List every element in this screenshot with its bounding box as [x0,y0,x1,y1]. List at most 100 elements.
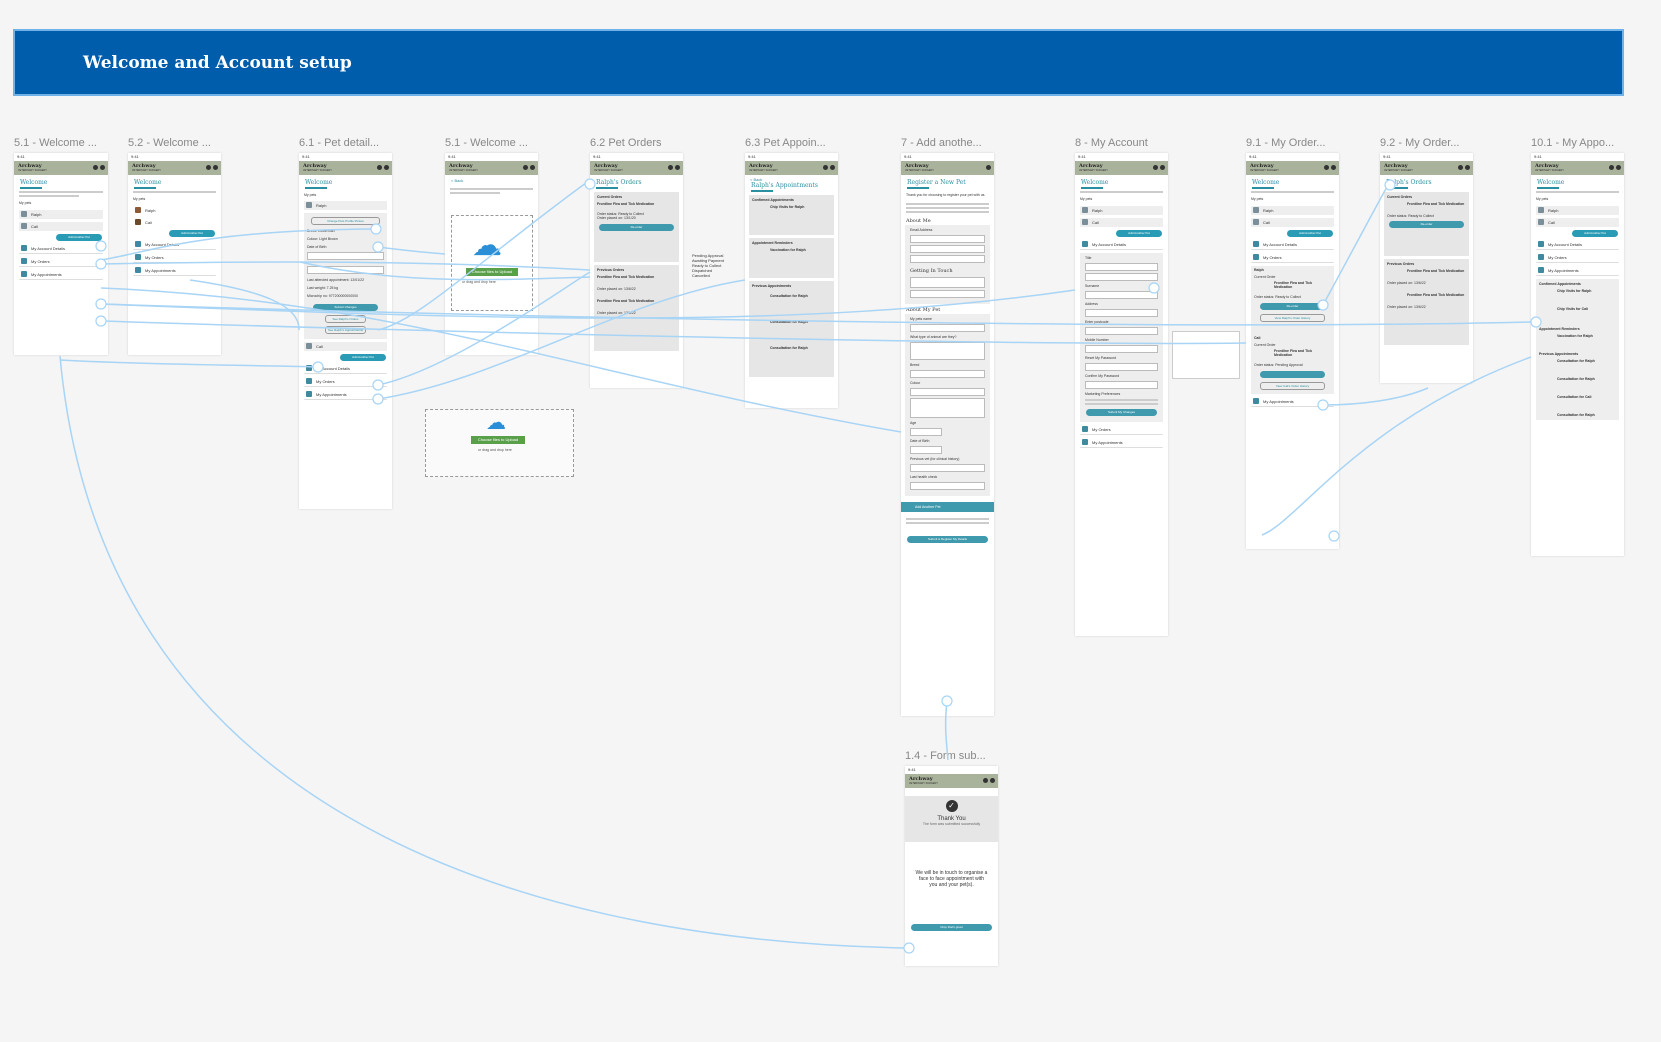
screen-register-pet[interactable]: 9:41 Archway VETERINARY SURGERY Register… [901,153,994,716]
address-input[interactable] [1085,308,1158,317]
menu-account[interactable]: My Account Details [19,243,103,254]
menu-icon[interactable] [990,778,995,783]
frame-label[interactable]: 6.1 - Pet detail... [299,137,380,149]
screen-my-account[interactable]: 9:41 Archway VETERINARY SURGERY Welcome … [1075,153,1168,636]
menu-appointments[interactable]: My Appointments [304,389,387,400]
screen-pet-appointments[interactable]: 9:41 Archway VETERINARY SURGERY < Back R… [745,153,838,408]
title-select[interactable] [1085,262,1158,271]
first-name-input[interactable] [1085,272,1158,281]
appointment-item[interactable]: Consultation for Ralph [1557,376,1595,381]
phone-icon[interactable] [1458,165,1463,170]
pet-row[interactable]: Cali [1080,217,1163,227]
menu-appointments-expanded[interactable]: My Appointments [1536,265,1619,276]
appointment-item[interactable]: Consultation for Ralph [770,345,808,350]
sex-picker[interactable] [910,397,985,418]
animal-type-picker[interactable] [910,341,985,360]
gender-select[interactable] [307,265,384,274]
see-appointments-button[interactable]: See Ralph's Appointments [325,325,366,334]
menu-orders[interactable]: My Orders [304,376,387,387]
screen-pet-orders[interactable]: 9:41 Archway VETERINARY SURGERY Ralph's … [590,153,683,388]
screen-order-history[interactable]: 9:41 Archway VETERINARY SURGERY Ralph's … [1380,153,1473,383]
menu-appointments[interactable]: My Appointments [1251,396,1334,407]
pet-row[interactable]: Ralph [1080,205,1163,215]
view-ralph-history[interactable]: View Ralph's Order History [1260,313,1325,322]
email-input[interactable] [910,234,985,243]
add-pet-button[interactable]: Add Another Pet [1116,229,1162,237]
menu-orders[interactable]: My Orders [19,256,103,267]
appointment-item[interactable]: Chip Visits for Cali [1557,306,1589,311]
appointment-item[interactable]: Chip Visits for Ralph [1557,288,1592,293]
submit-changes-button[interactable]: Submit Changes [313,303,378,311]
menu-account[interactable]: My Account Details [1536,239,1619,250]
back-link[interactable]: < Back [451,178,464,183]
frame-label[interactable]: 6.2 Pet Orders [590,137,662,149]
submit-changes-button[interactable]: Submit My Changes [1086,408,1157,416]
choose-files-button[interactable]: Choose files to Upload [466,268,518,276]
menu-orders-expanded[interactable]: My Orders [1251,252,1334,263]
menu-orders[interactable]: My Orders [1080,424,1163,435]
menu-icon[interactable] [1616,165,1621,170]
menu-appointments[interactable]: My Appointments [133,265,216,276]
add-pet-button[interactable]: Add Another Pet [1572,229,1618,237]
frame-label[interactable]: 9.1 - My Order... [1246,137,1326,149]
pet-row[interactable]: Ralph [133,205,216,215]
add-pet-button[interactable]: Add Another Pet [340,353,386,361]
phone-icon[interactable] [983,778,988,783]
menu-icon[interactable] [100,165,105,170]
menu-orders[interactable]: My Orders [1536,252,1619,263]
dob-input[interactable] [910,445,942,454]
contact-method-toggle[interactable] [910,276,985,288]
appointment-item[interactable]: Consultation for Ralph [770,319,808,324]
reminder-item[interactable]: Vaccination for Ralph [1557,333,1593,338]
reorder-button[interactable]: Re-order [1389,220,1464,228]
frame-label[interactable]: 5.1 - Welcome ... [445,137,528,149]
pet-row[interactable]: Ralph [19,209,103,219]
mobile-input[interactable] [910,244,985,253]
great-button[interactable]: Drop that's great [911,924,992,931]
colour-select[interactable] [910,387,985,396]
menu-appointments[interactable]: My Appointments [1080,437,1163,448]
appointment-item[interactable]: Consultation for Cali [1557,394,1592,399]
menu-icon[interactable] [530,165,535,170]
menu-icon[interactable] [675,165,680,170]
phone-icon[interactable] [668,165,673,170]
mobile-input[interactable] [1085,344,1158,353]
phone-icon[interactable] [377,165,382,170]
title-dropdown-popup[interactable] [1172,331,1240,379]
back-link[interactable]: < Back [750,177,763,182]
menu-icon[interactable] [1160,165,1165,170]
menu-account[interactable]: My Account Details [133,239,216,250]
pet-row[interactable]: Cali [1536,217,1619,227]
pet-row[interactable]: Ralph [1536,205,1619,215]
frame-label[interactable]: 5.1 - Welcome ... [14,137,97,149]
menu-icon[interactable] [1331,165,1336,170]
cancel-order-button[interactable] [1260,370,1325,378]
pet-row[interactable]: Ralph [1251,205,1334,215]
pet-row[interactable]: Cali [19,221,103,231]
screen-my-appointments[interactable]: 9:41 Archway VETERINARY SURGERY Welcome … [1531,153,1624,556]
prev-vet-input[interactable] [910,463,985,472]
menu-appointments[interactable]: My Appointments [19,269,103,280]
menu-account-expanded[interactable]: My Account Details [1080,239,1163,250]
add-pet-button[interactable]: Add Another Pet [56,233,102,241]
appointment-item[interactable]: Consultation for Ralph [1557,412,1595,417]
screen-welcome-5-2[interactable]: 9:41 Archway VETERINARY SURGERY Welcome … [128,153,221,355]
phone-icon[interactable] [1324,165,1329,170]
phone-icon[interactable] [523,165,528,170]
pet-row-expanded[interactable]: Ralph [304,200,387,210]
phone-input[interactable] [910,254,985,263]
upload-dialog[interactable]: ☁ Choose files to Upload or drag and dro… [425,409,574,477]
change-photo-button[interactable]: Change Pets Profile Picture [311,216,380,225]
screen-form-submitted[interactable]: 9:41 Archway VETERINARY SURGERY ✓ Thank … [905,766,998,966]
menu-icon[interactable] [384,165,389,170]
reorder-button[interactable]: Re-order [1260,302,1325,310]
phone-icon[interactable] [1153,165,1158,170]
appointment-item[interactable]: Chip Visits for Ralph [770,204,805,209]
frame-label[interactable]: 10.1 - My Appo... [1531,137,1615,149]
last-health-select[interactable] [910,481,985,490]
choose-files-button[interactable]: Choose files to Upload [471,436,525,444]
screen-welcome-5-1[interactable]: 9:41 Archway VETERINARY SURGERY Welcome … [14,153,108,355]
menu-icon[interactable] [213,165,218,170]
pet-row[interactable]: Cali [304,341,387,351]
pet-name-input[interactable] [910,323,985,332]
